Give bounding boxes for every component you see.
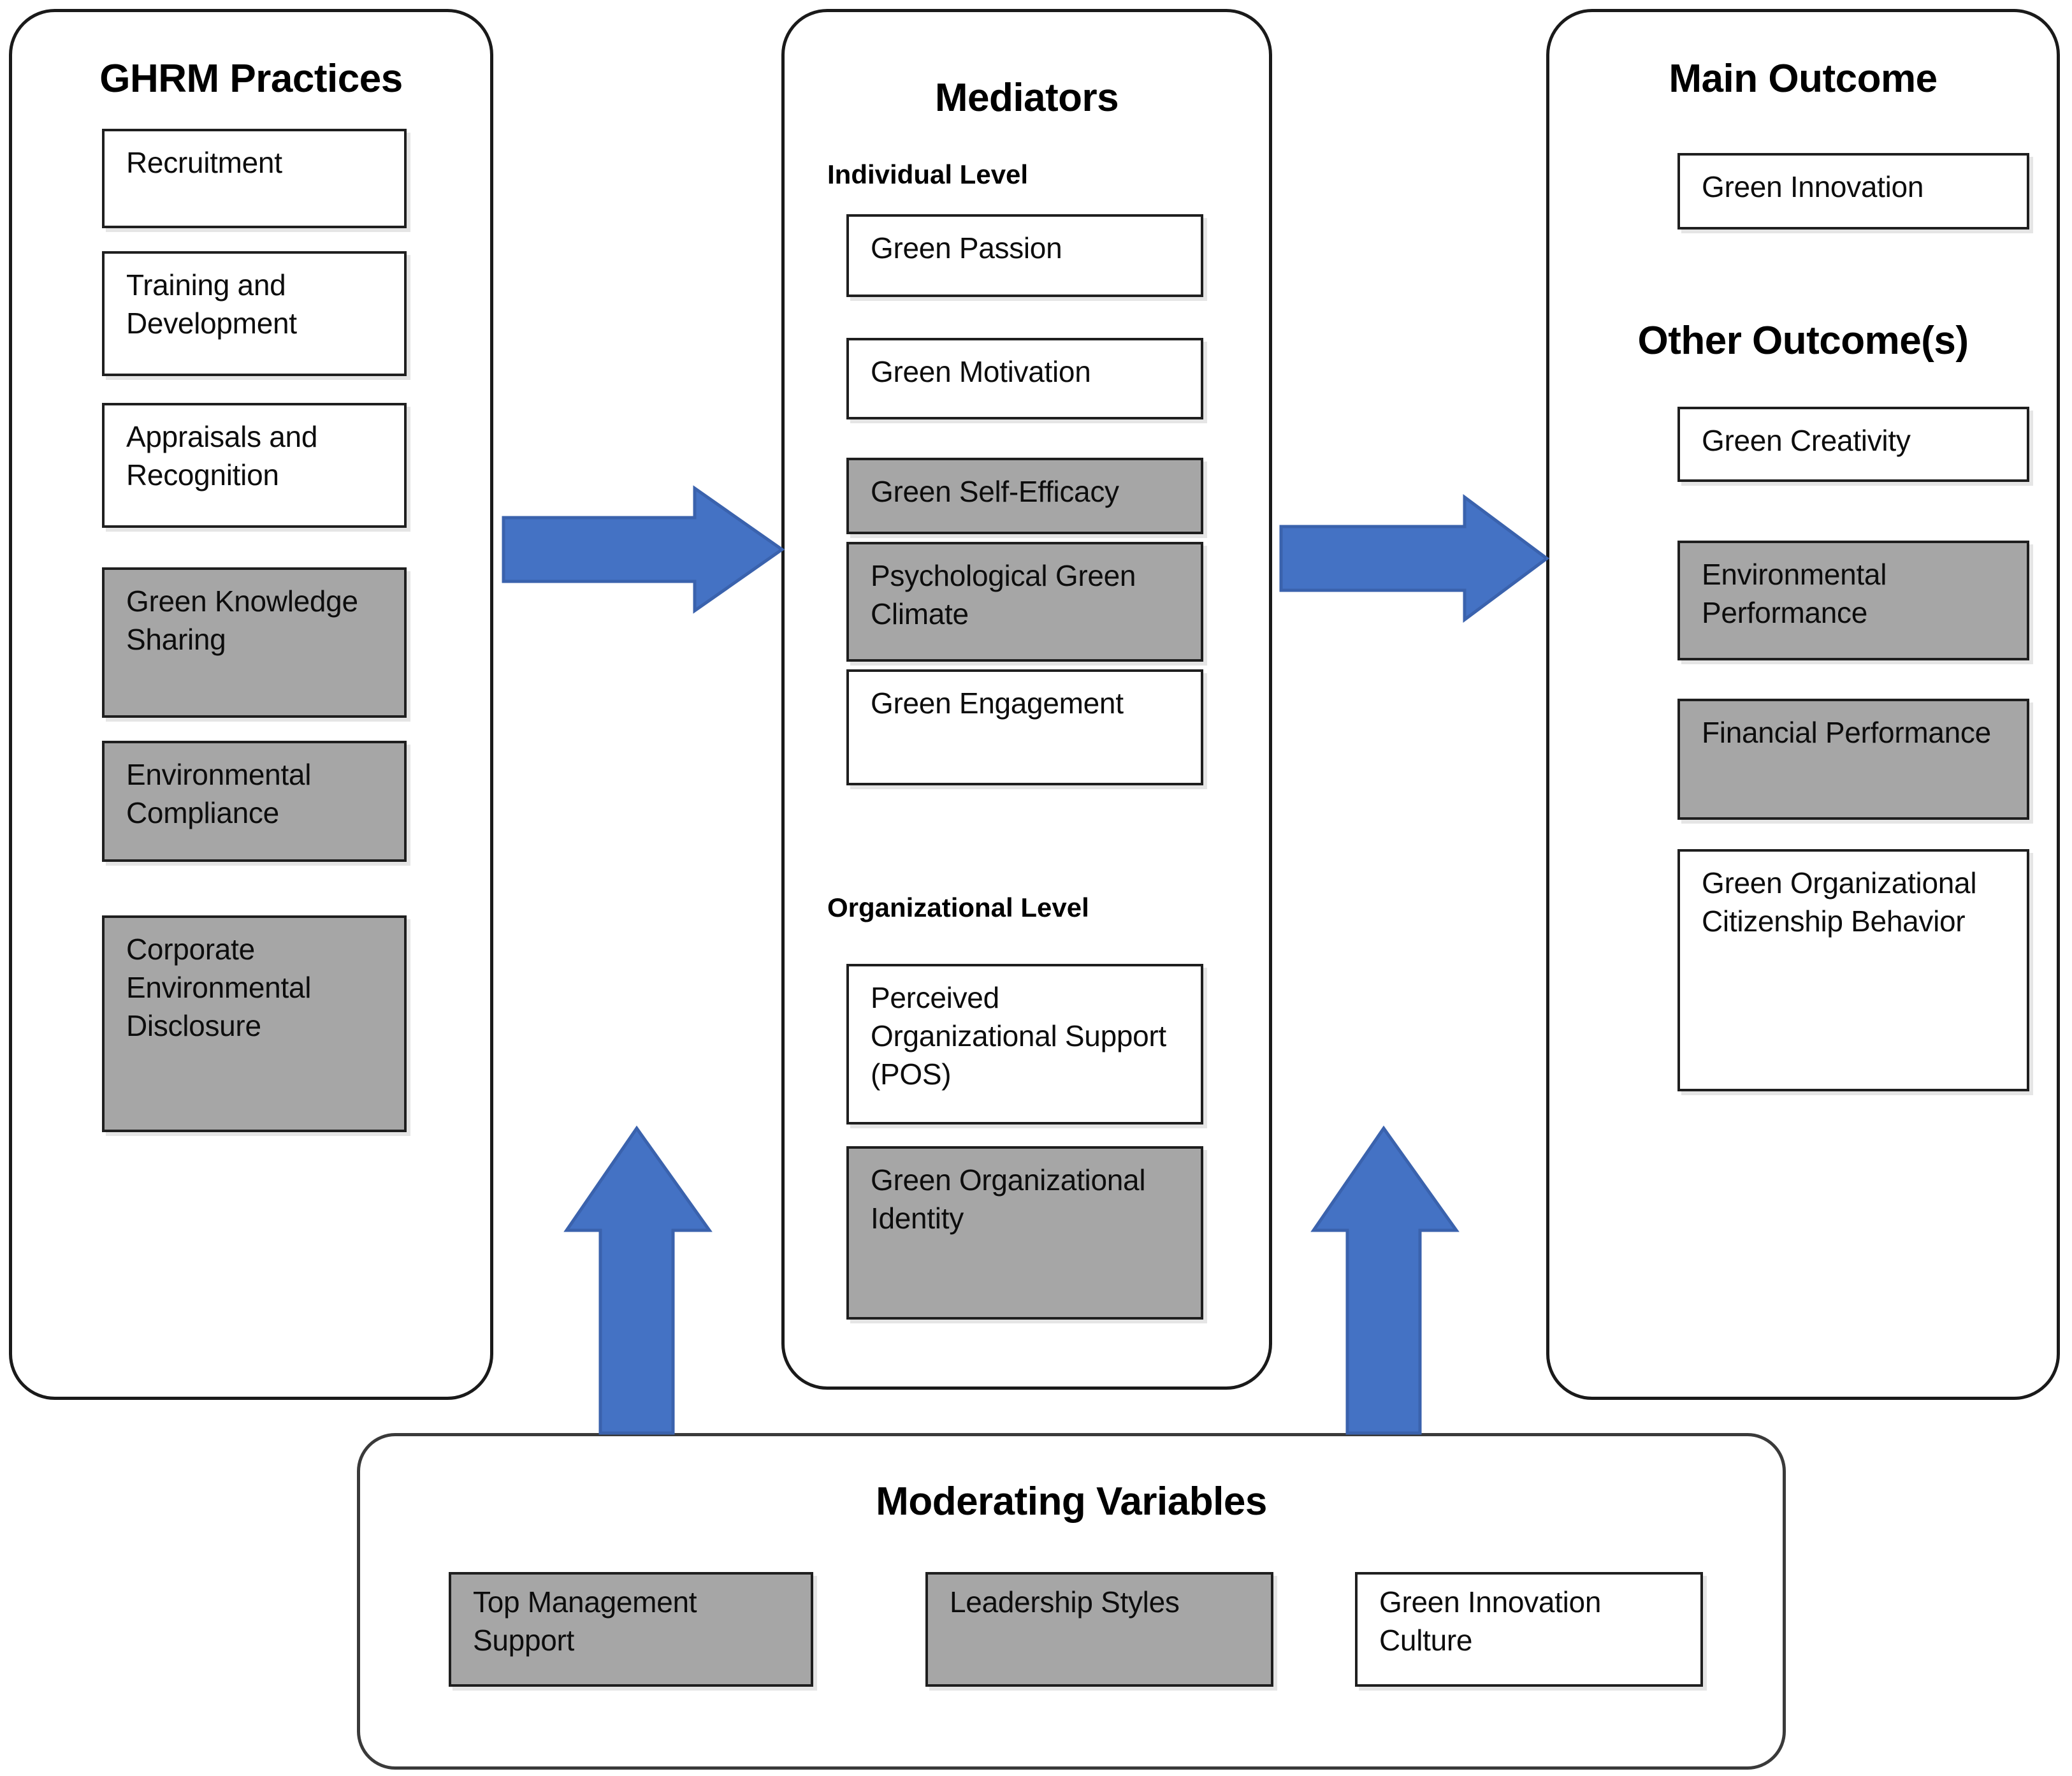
box-label: Perceived Organizational Support (POS) — [871, 981, 1166, 1091]
box-label: Green Creativity — [1702, 424, 1911, 457]
box-label: Green Passion — [871, 231, 1062, 265]
label-organizational-level: Organizational Level — [827, 892, 1089, 922]
box-green-innovation-culture[interactable]: Green Innovation Culture — [1355, 1572, 1703, 1687]
box-green-knowledge-sharing[interactable]: Green Knowledge Sharing — [102, 567, 407, 718]
box-label: Green Self-Efficacy — [871, 475, 1119, 508]
box-label: Training and Development — [126, 268, 297, 340]
box-green-self-efficacy[interactable]: Green Self-Efficacy — [846, 458, 1203, 534]
box-green-organizational-citizenship-behavior[interactable]: Green Organizational Citizenship Behavio… — [1677, 849, 2029, 1091]
box-training-and-development[interactable]: Training and Development — [102, 251, 407, 376]
label-other-outcomes: Other Outcome(s) — [1637, 319, 1969, 363]
panel-title-main-outcome: Main Outcome — [1669, 57, 1938, 101]
box-green-motivation[interactable]: Green Motivation — [846, 338, 1203, 419]
box-label: Environmental Compliance — [126, 758, 312, 829]
arrow-moderators-to-outcomes — [1310, 1125, 1460, 1435]
box-label: Green Engagement — [871, 687, 1124, 720]
box-label: Environmental Performance — [1702, 558, 1887, 629]
box-leadership-styles[interactable]: Leadership Styles — [925, 1572, 1273, 1687]
box-label: Green Motivation — [871, 355, 1091, 388]
box-label: Green Organizational Citizenship Behavio… — [1702, 866, 1977, 938]
box-label: Top Management Support — [473, 1585, 697, 1657]
box-environmental-compliance[interactable]: Environmental Compliance — [102, 741, 407, 862]
box-label: Appraisals and Recognition — [126, 420, 318, 491]
label-individual-level: Individual Level — [827, 159, 1029, 189]
box-label: Green Organizational Identity — [871, 1163, 1146, 1235]
box-green-organizational-identity[interactable]: Green Organizational Identity — [846, 1146, 1203, 1320]
box-label: Leadership Styles — [950, 1585, 1180, 1619]
box-label: Recruitment — [126, 146, 282, 179]
box-green-engagement[interactable]: Green Engagement — [846, 669, 1203, 785]
arrow-ghrm-to-mediators — [502, 485, 785, 614]
box-corporate-environmental-disclosure[interactable]: Corporate Environmental Disclosure — [102, 915, 407, 1132]
box-label: Green Knowledge Sharing — [126, 585, 358, 656]
box-appraisals-and-recognition[interactable]: Appraisals and Recognition — [102, 403, 407, 528]
box-environmental-performance[interactable]: Environmental Performance — [1677, 541, 2029, 660]
panel-title-ghrm: GHRM Practices — [99, 57, 403, 101]
box-label: Psychological Green Climate — [871, 559, 1136, 630]
arrow-mediators-to-outcomes — [1279, 494, 1550, 623]
box-label: Green Innovation Culture — [1379, 1585, 1602, 1657]
box-label: Corporate Environmental Disclosure — [126, 933, 312, 1042]
box-green-innovation[interactable]: Green Innovation — [1677, 153, 2029, 229]
box-green-passion[interactable]: Green Passion — [846, 214, 1203, 297]
box-financial-performance[interactable]: Financial Performance — [1677, 699, 2029, 820]
box-top-management-support[interactable]: Top Management Support — [449, 1572, 813, 1687]
arrow-moderators-to-mediators — [563, 1125, 713, 1435]
box-recruitment[interactable]: Recruitment — [102, 129, 407, 228]
panel-title-moderating-variables: Moderating Variables — [876, 1480, 1267, 1524]
box-perceived-organizational-support[interactable]: Perceived Organizational Support (POS) — [846, 964, 1203, 1125]
box-label: Financial Performance — [1702, 716, 1991, 749]
box-label: Green Innovation — [1702, 170, 1924, 203]
box-green-creativity[interactable]: Green Creativity — [1677, 407, 2029, 482]
box-psychological-green-climate[interactable]: Psychological Green Climate — [846, 542, 1203, 662]
panel-title-mediators: Mediators — [934, 76, 1119, 120]
